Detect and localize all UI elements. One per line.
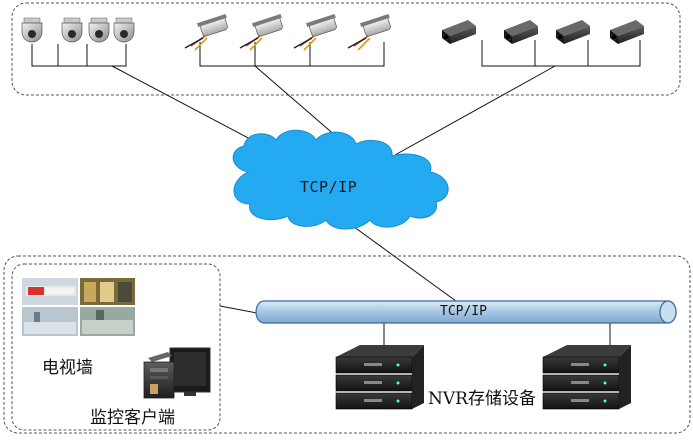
box-cameras — [442, 20, 644, 44]
box-camera-icon — [442, 20, 476, 44]
nvr-stacks — [335, 345, 631, 410]
video-wall-label: 电视墙 — [42, 358, 93, 378]
dome-camera-icon — [113, 17, 135, 43]
nvr-recorder-icon — [542, 345, 631, 410]
display-zone-frame — [11, 263, 221, 431]
dome-camera-icon — [88, 17, 110, 43]
monitoring-center-frame — [3, 255, 691, 434]
box-camera-icon — [610, 20, 644, 44]
nvr-recorder-icon — [335, 345, 424, 410]
bullet-camera-icon — [293, 13, 337, 51]
workstation-icon — [143, 347, 211, 399]
nvr-storage-label: NVR存储设备 — [428, 389, 536, 409]
dome-camera-icon — [21, 17, 43, 43]
dome-cameras — [21, 17, 135, 43]
bullet-camera-icon — [184, 13, 228, 51]
dome-camera-icon — [61, 17, 83, 43]
cloud-tcpip-label: TCP/IP — [300, 178, 358, 196]
bullet-camera-icon — [239, 13, 283, 51]
tcpip-cloud — [232, 129, 449, 230]
box-camera-icon — [504, 20, 538, 44]
video-wall-icon — [22, 278, 135, 336]
tcpip-bus-pipe — [255, 300, 677, 324]
camera-zone-frame — [11, 2, 681, 96]
bullet-cameras — [184, 13, 391, 51]
bullet-camera-icon — [347, 13, 391, 51]
bus-tcpip-label: TCP/IP — [440, 304, 487, 319]
client-label: 监控客户端 — [90, 408, 175, 428]
box-camera-icon — [556, 20, 590, 44]
